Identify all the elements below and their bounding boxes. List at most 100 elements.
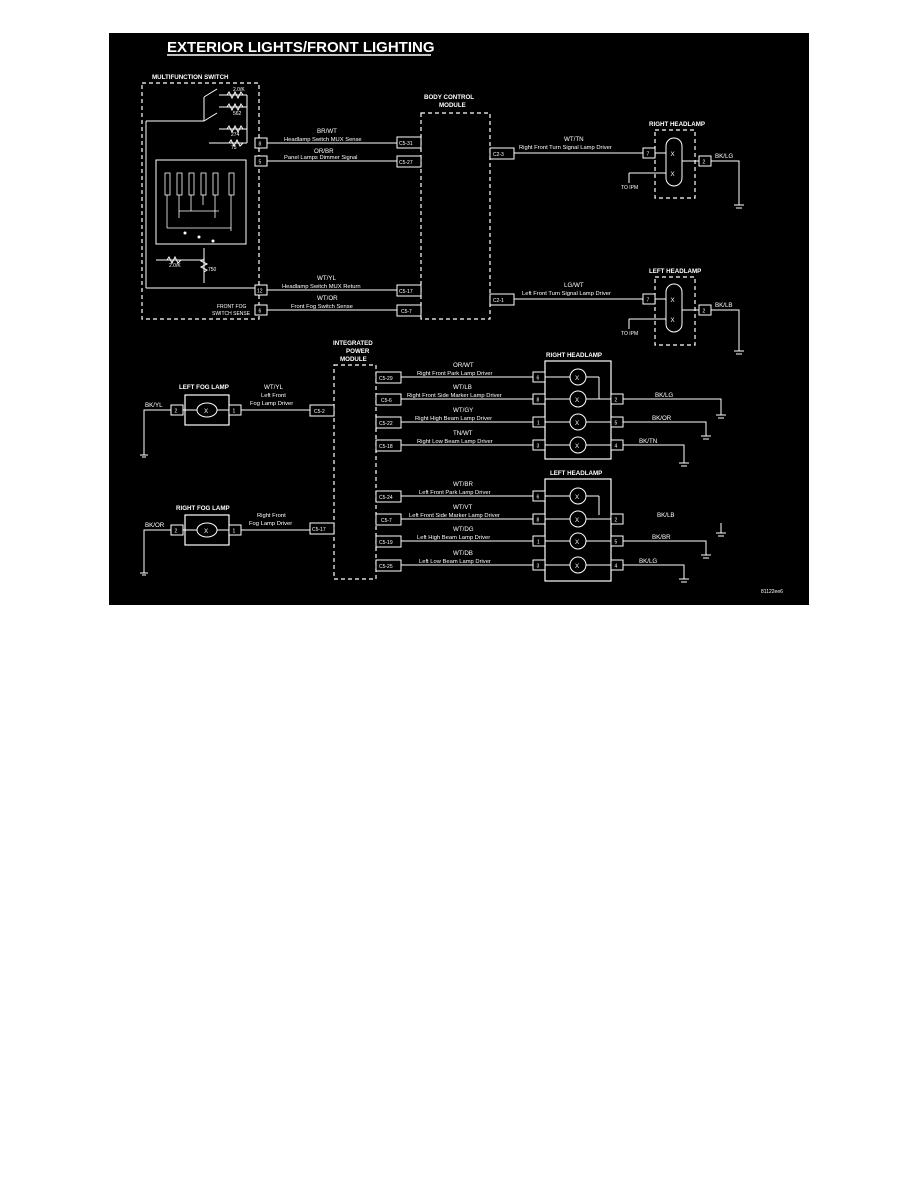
lower-right-wire-desc-4: Right Low Beam Lamp Driver <box>417 439 493 445</box>
top-left-headlamp: LEFT HEADLAMP 7 X X TO IPM 2 BK/LB <box>621 268 744 355</box>
lower-left-ground-pin-2: 2 <box>615 518 618 524</box>
svg-text:X: X <box>575 420 579 427</box>
ipm-pin-c5-24: C5-24 <box>379 495 393 501</box>
ipm-pin-c5-6: C5-6 <box>381 398 392 404</box>
svg-text:X: X <box>575 494 579 501</box>
ipm-pin-c5-19: C5-19 <box>379 540 393 546</box>
mfs-pin-5: 5 <box>259 160 262 166</box>
lower-left-wire-desc-2: Left Front Side Marker Lamp Driver <box>409 513 500 519</box>
lower-left-pin-8: 8 <box>537 518 540 524</box>
bcm-wire-color-3: WT/YL <box>317 275 336 282</box>
turn-wire-color-left: LG/WT <box>564 282 584 289</box>
top-right-headlamp-ground: BK/LG <box>715 153 733 160</box>
svg-text:X: X <box>671 151 675 158</box>
mfs-pin-6: 6 <box>259 309 262 315</box>
ipm-pin-c5-17: C5-17 <box>312 527 326 533</box>
lower-right-pin-1: 1 <box>537 421 540 427</box>
lower-left-wire-desc-3: Left High Beam Lamp Driver <box>417 535 490 541</box>
front-fog-label-2: SWITCH SENSE <box>212 311 251 317</box>
top-right-headlamp-label: RIGHT HEADLAMP <box>649 121 705 128</box>
ipm-pin-c5-18: C5-18 <box>379 444 393 450</box>
lower-left-ground-color-1: BK/LB <box>657 512 675 519</box>
lower-right-ground-color-2: BK/OR <box>652 415 672 422</box>
lower-right-pin-6: 6 <box>537 376 540 382</box>
ipm-pin-c5-22: C5-22 <box>379 421 393 427</box>
lower-left-pin-1: 1 <box>537 540 540 546</box>
lower-right-wire-color-4: TN/WT <box>453 430 473 437</box>
svg-text:X: X <box>204 528 208 535</box>
lower-right-wire-color-3: WT/GY <box>453 407 473 414</box>
resistor-value-3: 274 <box>231 132 240 138</box>
multifunction-switch-label: MULTIFUNCTION SWITCH <box>152 74 229 81</box>
ipm-pin-c5-2: C5-2 <box>314 409 325 415</box>
lower-right-headlamp-label: RIGHT HEADLAMP <box>546 352 602 359</box>
top-right-headlamp-pin-in: 7 <box>647 152 650 158</box>
diagram-title: EXTERIOR LIGHTS/FRONT LIGHTING <box>167 39 435 56</box>
bcm-wire-desc-4: Front Fog Switch Sense <box>291 304 353 310</box>
bcm-wire-desc-3: Headlamp Switch MUX Return <box>282 284 361 290</box>
lower-right-pin-8: 8 <box>537 398 540 404</box>
ipm-pin-c5-7: C5-7 <box>381 518 392 524</box>
top-left-headlamp-pin-out: 2 <box>703 309 706 315</box>
multifunction-switch: MULTIFUNCTION SWITCH 2.0/K 562 274 75 <box>141 74 268 320</box>
lower-left-wire-color-4: WT/DB <box>453 550 473 557</box>
lower-right-headlamp: RIGHT HEADLAMP C5-29 OR/WT Right Front P… <box>375 352 726 467</box>
ipm-label-1: INTEGRATED <box>333 340 373 347</box>
svg-text:X: X <box>204 408 208 415</box>
bcm-pin-c5-31: C5-31 <box>399 141 413 147</box>
bcm-pin-c5-17: C5-17 <box>399 289 413 295</box>
lower-right-ground-pin-5: 5 <box>615 421 618 427</box>
top-left-headlamp-label: LEFT HEADLAMP <box>649 268 701 275</box>
top-right-headlamp-pin-out: 2 <box>703 160 706 166</box>
resistor-value-6: 750 <box>208 267 217 273</box>
svg-text:X: X <box>575 443 579 450</box>
lower-right-ground-color-3: BK/TN <box>639 438 657 445</box>
svg-text:X: X <box>671 171 675 178</box>
resistor-value-5: 2.0/K <box>169 263 181 269</box>
bcm-wire-desc-1: Headlamp Switch MUX Sense <box>284 137 362 143</box>
lower-right-wire-desc-1: Right Front Park Lamp Driver <box>417 371 492 377</box>
lower-left-wire-desc-4: Left Low Beam Lamp Driver <box>419 559 491 565</box>
lower-right-wire-color-1: OR/WT <box>453 362 474 369</box>
bcm-label-1: BODY CONTROL <box>424 94 474 101</box>
right-fog-desc-2: Fog Lamp Driver <box>249 521 292 527</box>
mfs-pin-12: 12 <box>257 289 263 295</box>
lower-right-wire-desc-3: Right High Beam Lamp Driver <box>415 416 492 422</box>
top-right-headlamp-ipm: TO IPM <box>621 185 638 191</box>
left-fog-lamp: LEFT FOG LAMP X 2 1 BK/YL WT/YL Left Fro… <box>140 384 310 458</box>
lower-right-ground-pin-2: 2 <box>615 398 618 404</box>
top-left-headlamp-pin-in: 7 <box>647 298 650 304</box>
left-fog-lamp-pin-left: 2 <box>175 409 178 415</box>
bcm-pin-c5-27: C5-27 <box>399 160 413 166</box>
lower-right-wire-desc-2: Right Front Side Marker Lamp Driver <box>407 393 502 399</box>
ipm-pin-c5-29: C5-29 <box>379 376 393 382</box>
turn-wire-desc-left: Left Front Turn Signal Lamp Driver <box>522 291 611 297</box>
svg-text:X: X <box>575 539 579 546</box>
resistor-value-4: 75 <box>231 145 237 151</box>
turn-wire-color-right: WT/TN <box>564 136 584 143</box>
svg-text:X: X <box>575 563 579 570</box>
resistor-value-1: 2.0/K <box>233 87 245 93</box>
lower-left-pin-3: 3 <box>537 564 540 570</box>
lower-right-wire-color-2: WT/LB <box>453 384 472 391</box>
svg-text:X: X <box>575 375 579 382</box>
svg-text:X: X <box>671 297 675 304</box>
right-fog-lamp: RIGHT FOG LAMP X 2 1 BK/OR Right Front F… <box>140 505 310 576</box>
front-fog-label-1: FRONT FOG <box>217 304 246 310</box>
lower-right-ground-color-1: BK/LG <box>655 392 673 399</box>
bcm-wire-color-4: WT/OR <box>317 295 338 302</box>
lower-left-ground-pin-5: 5 <box>615 540 618 546</box>
integrated-power-module: INTEGRATED POWER MODULE C5-2 C5-17 <box>309 340 377 580</box>
ipm-label-3: MODULE <box>340 356 367 363</box>
figure-id: 81122ee6 <box>761 589 783 595</box>
ipm-pin-c5-25: C5-25 <box>379 564 393 570</box>
lower-left-headlamp: LEFT HEADLAMP C5-24 WT/BR Left Front Par… <box>375 470 726 583</box>
mfs-pin-8: 8 <box>259 142 262 148</box>
svg-text:X: X <box>671 317 675 324</box>
lower-left-wire-color-3: WT/DG <box>453 526 474 533</box>
lower-right-pin-3: 3 <box>537 444 540 450</box>
right-fog-lamp-label: RIGHT FOG LAMP <box>176 505 230 512</box>
bcm-pin-c5-7: C5-7 <box>401 309 412 315</box>
top-left-headlamp-ground: BK/LB <box>715 302 733 309</box>
right-fog-lamp-pin-left: 2 <box>175 529 178 535</box>
